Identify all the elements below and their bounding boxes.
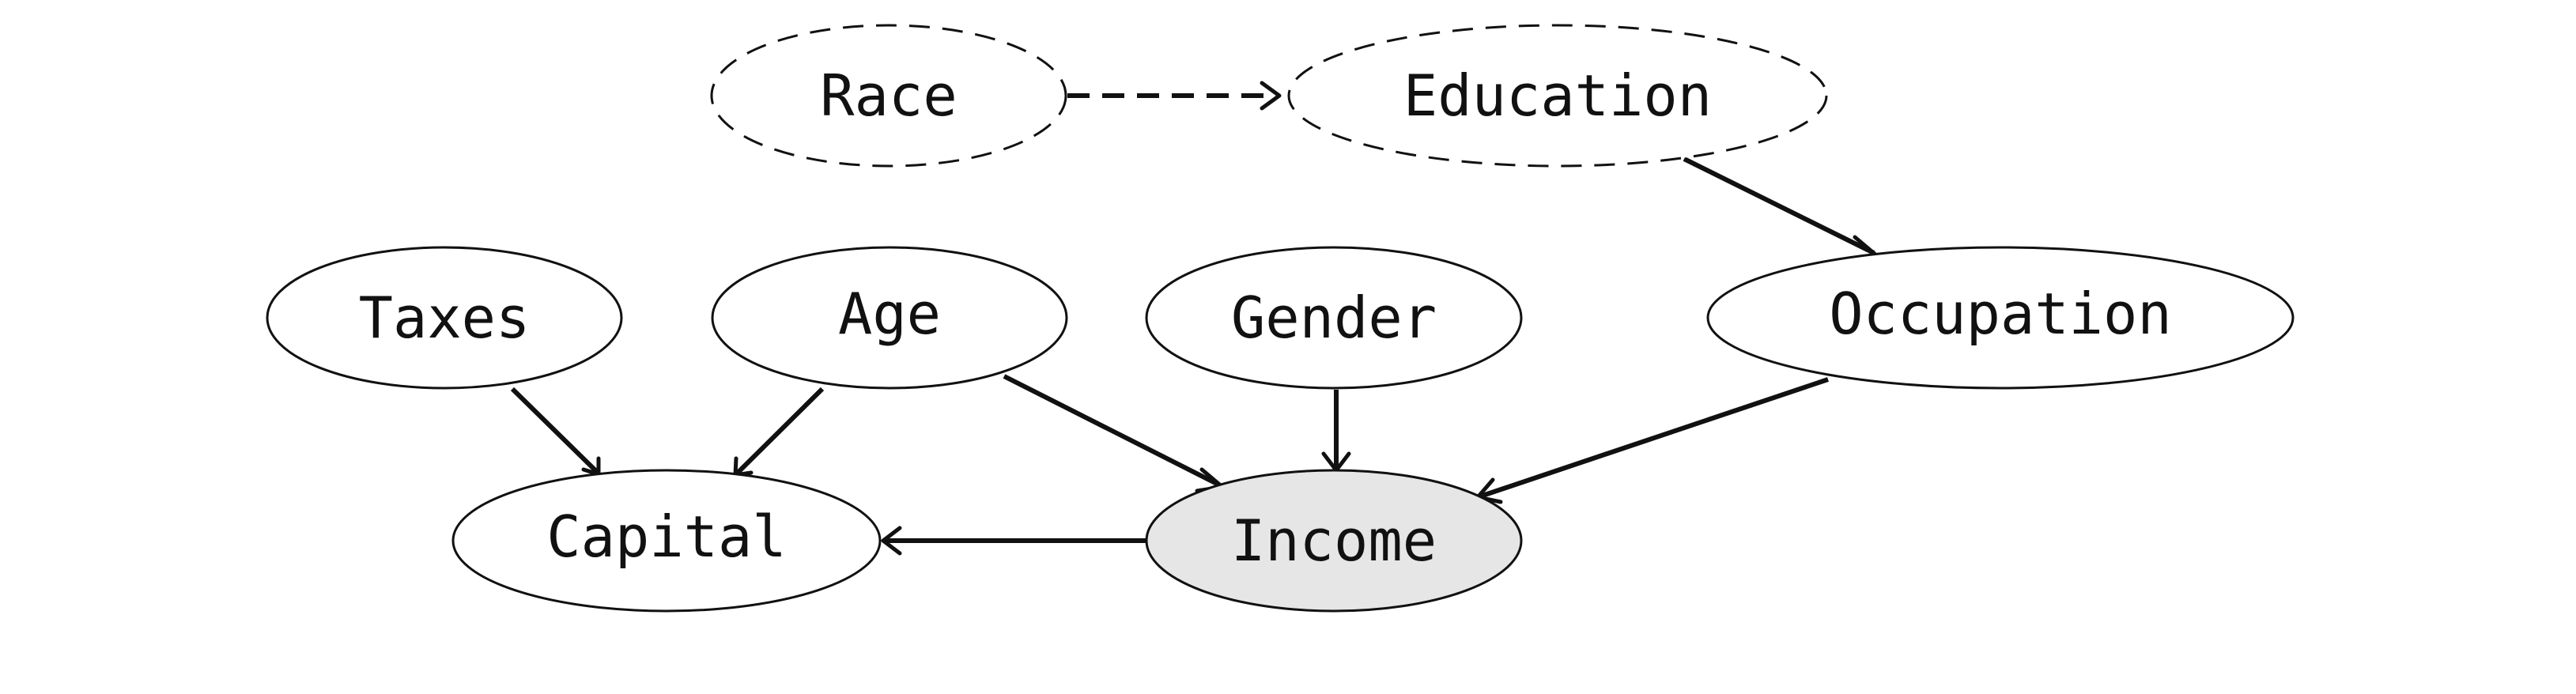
node-label-race: Race bbox=[820, 62, 957, 129]
nodes: Race Education Taxes Age Gender Occupati… bbox=[266, 24, 2295, 613]
node-race: Race bbox=[710, 24, 1067, 168]
node-label-capital: Capital bbox=[546, 504, 786, 570]
edge-income-to-capital bbox=[881, 526, 1146, 556]
node-education: Education bbox=[1287, 24, 1828, 168]
node-label-education: Education bbox=[1403, 62, 1712, 129]
edge-occupation-to-income bbox=[1475, 377, 1829, 504]
edge-taxes-to-capital bbox=[510, 387, 601, 477]
node-income: Income bbox=[1145, 469, 1523, 613]
node-gender: Gender bbox=[1145, 246, 1523, 390]
edge-race-to-education bbox=[1067, 81, 1282, 111]
node-capital: Capital bbox=[451, 469, 882, 613]
node-label-income: Income bbox=[1231, 507, 1437, 574]
node-label-occupation: Occupation bbox=[1829, 281, 2171, 347]
node-occupation: Occupation bbox=[1706, 246, 2295, 390]
edge-age-to-capital bbox=[733, 387, 825, 477]
node-label-age: Age bbox=[838, 281, 941, 347]
edge-gender-to-income bbox=[1321, 390, 1351, 473]
node-label-gender: Gender bbox=[1231, 285, 1437, 351]
node-taxes: Taxes bbox=[266, 246, 623, 390]
node-label-taxes: Taxes bbox=[359, 285, 531, 351]
edge-age-to-income bbox=[1003, 374, 1225, 493]
edge-education-to-occupation bbox=[1683, 157, 1878, 262]
node-age: Age bbox=[711, 246, 1068, 390]
